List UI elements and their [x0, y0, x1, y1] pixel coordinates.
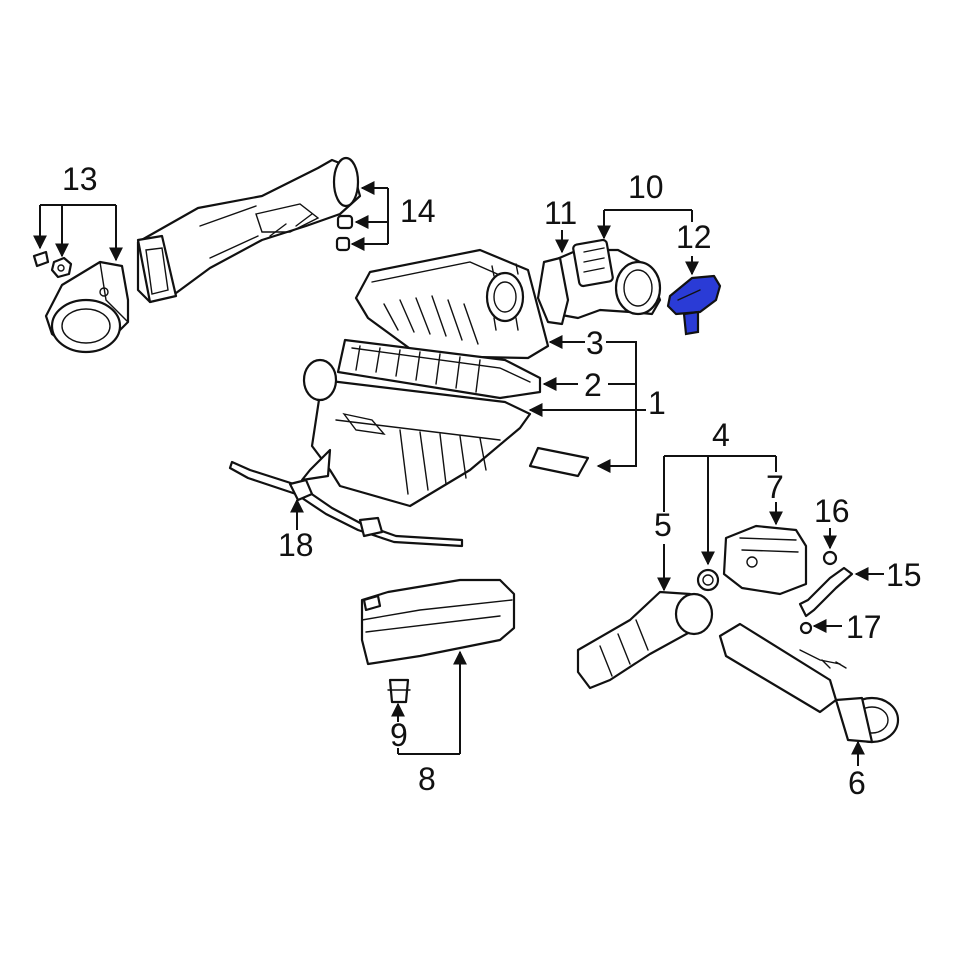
clip-part[interactable] — [32, 250, 50, 268]
callout-12: 12 — [676, 219, 712, 255]
callout-16: 16 — [814, 493, 850, 529]
leader-lines — [33, 181, 884, 766]
resonator-box-part[interactable] — [722, 524, 808, 596]
upper-duct-part[interactable] — [576, 590, 714, 690]
duct-connector-part[interactable] — [834, 696, 900, 744]
hose-clamp-part[interactable] — [696, 568, 720, 592]
callout-2: 2 — [584, 367, 602, 403]
callout-6: 6 — [848, 765, 866, 801]
callout-14: 14 — [400, 193, 436, 229]
callout-18: 18 — [278, 527, 314, 563]
hose-clip-part[interactable] — [822, 550, 838, 566]
callout-10: 10 — [628, 169, 664, 205]
callout-labels: 1 2 3 4 5 6 7 8 9 10 11 12 13 14 15 16 1… — [62, 161, 922, 801]
callout-9: 9 — [390, 717, 408, 753]
intake-duct-part[interactable] — [136, 156, 362, 304]
grommet-part[interactable] — [387, 678, 411, 704]
callout-4: 4 — [712, 417, 730, 453]
inlet-adapter-part[interactable] — [44, 260, 130, 354]
lower-duct-part[interactable] — [718, 622, 847, 714]
callout-7: 7 — [766, 469, 784, 505]
callout-1: 1 — [648, 385, 666, 421]
sensor-part[interactable] — [666, 274, 722, 336]
mass-air-flow-meter-part[interactable] — [542, 238, 662, 320]
breather-hose-part[interactable] — [228, 460, 464, 548]
callout-5: 5 — [654, 507, 672, 543]
vacuum-hose-part[interactable] — [798, 566, 854, 618]
nut-part[interactable] — [50, 256, 73, 279]
callout-3: 3 — [586, 325, 604, 361]
upper-cover-part[interactable] — [354, 248, 550, 360]
resonator-part[interactable] — [360, 578, 516, 666]
callout-8: 8 — [418, 761, 436, 797]
callout-13: 13 — [62, 161, 98, 197]
gasket-part[interactable] — [536, 256, 570, 326]
duct-clamp-part[interactable] — [335, 214, 354, 252]
air-filter-element-part[interactable] — [336, 338, 542, 400]
hose-fitting-part[interactable] — [799, 621, 813, 635]
callout-15: 15 — [886, 557, 922, 593]
callout-17: 17 — [846, 609, 882, 645]
housing-label-plate-part[interactable] — [528, 446, 590, 478]
callout-11: 11 — [544, 195, 577, 231]
lower-housing-part[interactable] — [300, 358, 532, 508]
